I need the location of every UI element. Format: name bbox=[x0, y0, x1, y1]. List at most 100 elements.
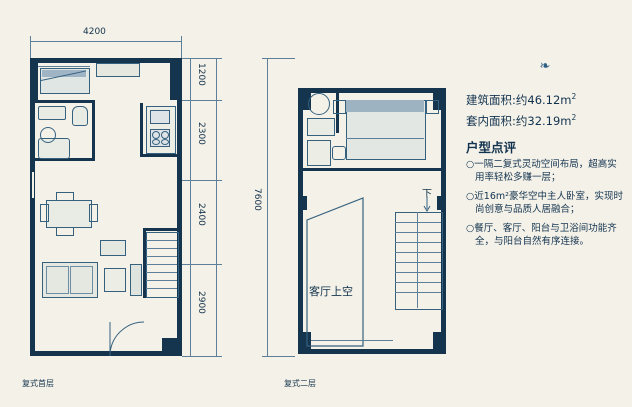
partition2-bed-bottom bbox=[303, 168, 441, 171]
bath-basin bbox=[38, 106, 66, 120]
kitchen-stove-b3 bbox=[152, 139, 160, 145]
stair-direction-label: 下 bbox=[422, 189, 432, 200]
ornament-divider: ❧ bbox=[539, 59, 553, 74]
bed-main-headboard bbox=[346, 100, 424, 112]
bed-main-fold bbox=[346, 138, 424, 139]
column-mid-left bbox=[298, 196, 307, 210]
column-bottom-left bbox=[298, 332, 311, 354]
dimchain-tick-0 bbox=[182, 58, 222, 59]
stair2-step-4 bbox=[395, 252, 441, 253]
stair2-step-8 bbox=[395, 292, 441, 293]
wall2-bottom bbox=[298, 349, 446, 354]
area-build-unit: 2 bbox=[571, 92, 577, 101]
stair-step-3 bbox=[146, 256, 177, 257]
dimchain-tick-1 bbox=[182, 100, 222, 101]
dim-right-2900: 2900 bbox=[196, 291, 206, 314]
down-arrow-icon bbox=[423, 196, 431, 212]
dim-right-2300: 2300 bbox=[196, 122, 206, 145]
dimchain-tick-3 bbox=[182, 264, 222, 265]
stair-step-6 bbox=[146, 280, 177, 281]
dimchain-tick-4 bbox=[182, 356, 222, 357]
round-table bbox=[308, 93, 330, 115]
wall-top bbox=[30, 58, 182, 63]
stair2-step-6 bbox=[395, 272, 441, 273]
kitchen-stove-b4 bbox=[161, 139, 169, 145]
wardrobe bbox=[307, 118, 335, 136]
dim-top-4200: 4200 bbox=[83, 27, 106, 37]
column-top-right bbox=[433, 88, 446, 110]
tv-console bbox=[130, 264, 142, 296]
partition-balcony bbox=[35, 63, 38, 100]
stair-step-1 bbox=[146, 240, 177, 241]
wall-right-corner-bottom bbox=[162, 338, 182, 356]
kitchen-stove-b1 bbox=[152, 131, 160, 139]
area-inner-unit: 2 bbox=[571, 112, 577, 122]
dim2-ext-bottom bbox=[267, 356, 295, 357]
stair2-run bbox=[395, 212, 443, 310]
wall-right-upper bbox=[170, 58, 182, 100]
area-inner-value: 约32.19m bbox=[515, 113, 572, 128]
balcony2-rail bbox=[311, 340, 393, 341]
door-entry-arc bbox=[109, 321, 145, 357]
review-bullet-2: ○近16m²豪华空中主人卧室，实现时尚创意与品质人居融合； bbox=[466, 190, 623, 216]
stair-step-7 bbox=[146, 288, 177, 289]
door-balcony bbox=[32, 172, 34, 198]
bath-toilet bbox=[72, 106, 88, 126]
area-build-line: 建筑面积:约46.12m2 bbox=[466, 88, 626, 109]
column-bottom-right bbox=[433, 332, 446, 354]
wall2-right bbox=[441, 88, 446, 354]
review-bullet-3: ○餐厅、客厅、阳台与卫浴间功能齐全，与阳台自然有序连接。 bbox=[466, 222, 617, 248]
stair2-step-3 bbox=[395, 242, 441, 243]
closet-top-right bbox=[96, 63, 140, 77]
area-inner-line: 套内面积:约32.19m2 bbox=[466, 109, 626, 130]
dimchain-line-outer bbox=[216, 58, 217, 356]
wall2-top bbox=[298, 88, 446, 93]
dim-extline-right bbox=[181, 41, 182, 59]
stair2-rail bbox=[417, 212, 418, 308]
stair-step-2 bbox=[146, 248, 177, 249]
stair-run bbox=[146, 232, 179, 298]
dining-chair-3 bbox=[56, 192, 74, 201]
column-mid-right bbox=[437, 196, 446, 210]
partition-kitchen-bottom bbox=[140, 154, 178, 157]
partition-stair-left bbox=[143, 228, 146, 298]
partition-bath-top bbox=[35, 100, 95, 103]
plan-left: 4200 bbox=[0, 0, 250, 407]
dim2-line bbox=[267, 58, 268, 356]
area-build-label: 建筑面积: bbox=[466, 92, 516, 107]
stair-step-4 bbox=[146, 264, 177, 265]
column-top-left bbox=[298, 88, 311, 110]
plan-right-caption: 复式二层 bbox=[284, 379, 316, 388]
dining-chair-2 bbox=[89, 204, 98, 222]
armchair bbox=[100, 240, 126, 256]
wall-bottom bbox=[30, 351, 182, 356]
bed-top-pillow bbox=[42, 70, 86, 77]
dining-chair-4 bbox=[56, 227, 74, 236]
void-label: 客厅上空 bbox=[309, 285, 353, 298]
stair-step-5 bbox=[146, 272, 177, 273]
kitchen-sink bbox=[150, 110, 170, 124]
plan-right: 7600 客厅上空 bbox=[250, 0, 466, 407]
dim-line-top bbox=[30, 41, 182, 42]
wall-right-mid bbox=[177, 100, 182, 228]
wall2-left bbox=[298, 88, 303, 354]
desk-chair bbox=[332, 146, 346, 160]
area-inner-label: 套内面积: bbox=[466, 113, 516, 128]
coffee-table bbox=[104, 268, 126, 292]
plan-left-caption: 复式首层 bbox=[22, 379, 54, 388]
stair2-step-7 bbox=[395, 282, 441, 283]
void-outline bbox=[306, 197, 364, 347]
kitchen-stove-b2 bbox=[161, 131, 169, 139]
dim-right-1200: 1200 bbox=[196, 63, 206, 86]
wall-left bbox=[30, 58, 35, 356]
dining-chair-1 bbox=[40, 204, 49, 222]
stair2-step-1 bbox=[395, 222, 441, 223]
area-build-value: 约46.12m bbox=[515, 92, 572, 107]
partition-stair-top bbox=[143, 228, 177, 231]
sofa-cushion-2 bbox=[70, 266, 93, 294]
info-panel: ❧ 建筑面积:约46.12m2 套内面积:约32.19m2 户型点评 ○一隔二复… bbox=[466, 60, 626, 254]
partition-kitchen-left bbox=[140, 103, 143, 157]
sofa-cushion-1 bbox=[46, 266, 69, 294]
dimchain-tick-2 bbox=[182, 180, 222, 181]
